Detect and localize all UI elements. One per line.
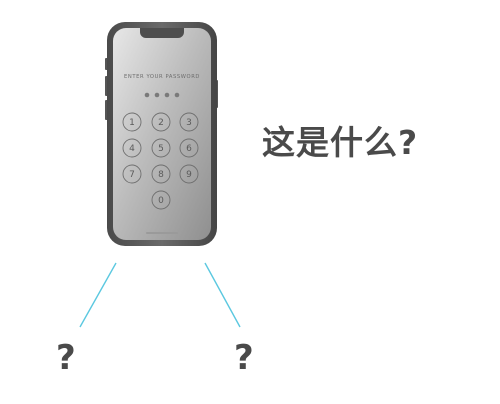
passcode-dot bbox=[174, 92, 180, 98]
keypad-key-ring bbox=[122, 138, 142, 158]
keypad-key-ring bbox=[151, 112, 171, 132]
keypad-key-label: 1 bbox=[129, 118, 135, 128]
keypad-key-ring bbox=[179, 112, 199, 132]
keypad-key-label: 0 bbox=[158, 196, 164, 206]
keypad-key-3[interactable]: 3 bbox=[179, 112, 199, 132]
keypad-key-5[interactable]: 5 bbox=[151, 138, 171, 158]
keypad-key-ring bbox=[151, 190, 171, 210]
keypad-key-0[interactable]: 0 bbox=[151, 190, 171, 210]
passcode-dot bbox=[144, 92, 150, 98]
keypad-key-7[interactable]: 7 bbox=[122, 164, 142, 184]
keypad-key-9[interactable]: 9 bbox=[179, 164, 199, 184]
phone-notch bbox=[140, 28, 184, 38]
connector-line-left bbox=[79, 262, 117, 328]
keypad-key-label: 7 bbox=[129, 170, 135, 180]
passcode-dots bbox=[144, 92, 180, 98]
keypad-key-2[interactable]: 2 bbox=[151, 112, 171, 132]
passcode-dot bbox=[154, 92, 160, 98]
keypad-key-label: 2 bbox=[158, 118, 164, 128]
connector-line-right bbox=[204, 262, 241, 328]
keypad-key-label: 5 bbox=[158, 144, 164, 154]
keypad: 1 2 3 4 5 6 7 8 9 0 bbox=[122, 112, 199, 210]
question-heading: 这是什么? bbox=[262, 123, 419, 162]
keypad-key-ring bbox=[179, 164, 199, 184]
keypad-key-label: 8 bbox=[158, 170, 164, 180]
keypad-key-6[interactable]: 6 bbox=[179, 138, 199, 158]
keypad-key-1[interactable]: 1 bbox=[122, 112, 142, 132]
lock-prompt: ENTER YOUR PASSWORD bbox=[124, 74, 200, 80]
keypad-key-label: 3 bbox=[186, 118, 192, 128]
phone-screen bbox=[113, 28, 211, 240]
keypad-key-label: 6 bbox=[186, 144, 192, 154]
keypad-key-ring bbox=[151, 164, 171, 184]
keypad-key-ring bbox=[122, 112, 142, 132]
question-mark-right: ? bbox=[234, 338, 254, 378]
home-indicator bbox=[146, 232, 178, 234]
keypad-key-label: 4 bbox=[129, 144, 135, 154]
passcode-dot bbox=[164, 92, 170, 98]
keypad-key-ring bbox=[151, 138, 171, 158]
keypad-key-ring bbox=[122, 164, 142, 184]
question-mark-left: ? bbox=[56, 338, 76, 378]
keypad-key-label: 9 bbox=[186, 170, 192, 180]
keypad-key-ring bbox=[179, 138, 199, 158]
keypad-key-4[interactable]: 4 bbox=[122, 138, 142, 158]
keypad-key-8[interactable]: 8 bbox=[151, 164, 171, 184]
